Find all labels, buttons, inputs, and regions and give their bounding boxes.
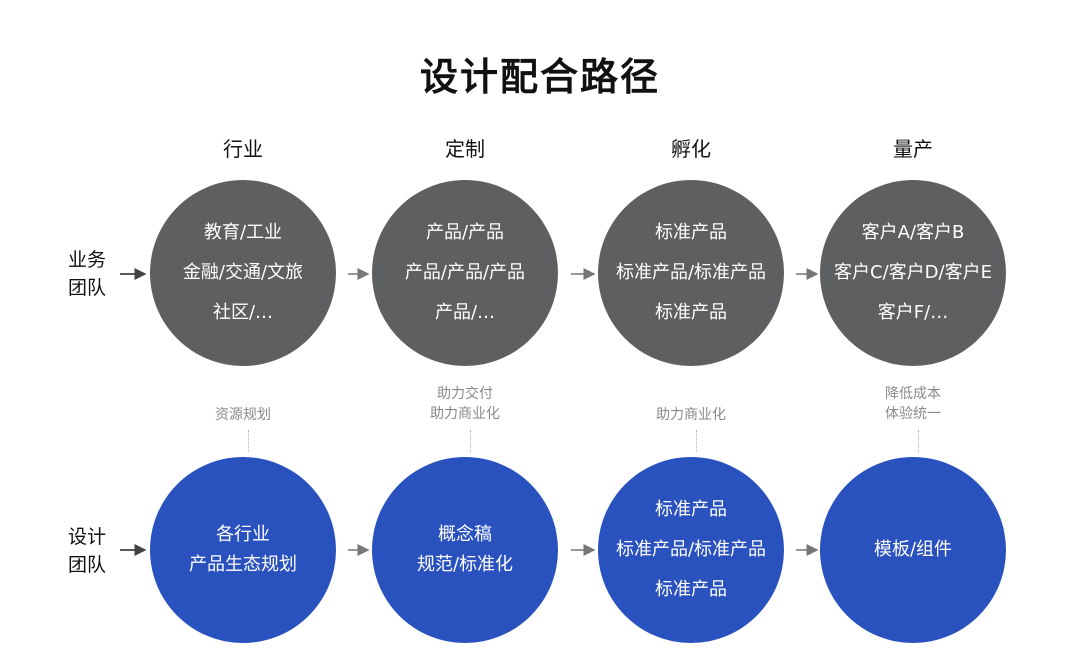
stage-label-incubate: 孵化 [671, 137, 711, 161]
stage-label-industry: 行业 [223, 137, 263, 161]
note-text: 助力商业化 [656, 407, 726, 423]
business-circle-mass-production: 客户A/客户B 客户C/客户D/客户E 客户F/… [820, 180, 1006, 366]
circle-text: 客户F/… [877, 302, 949, 323]
note-mass-production: 降低成本 体验统一 [823, 384, 1003, 424]
stage-label-mass-production: 量产 [893, 137, 933, 161]
business-team-label: 业务 团队 [68, 246, 106, 302]
design-circle-incubate: 标准产品 标准产品/标准产品 标准产品 [598, 457, 784, 643]
circle-text: 概念稿 [438, 524, 492, 545]
business-circle-custom: 产品/产品 产品/产品/产品 产品/… [372, 180, 558, 366]
circle-text: 各行业 [216, 524, 270, 545]
connector-dotted-4 [918, 430, 919, 452]
connector-dotted-2 [470, 430, 471, 452]
page-title: 设计配合路径 [419, 55, 660, 99]
circle-text: 标准产品 [655, 499, 727, 520]
note-text: 助力交付 [437, 386, 493, 402]
circle-text: 客户C/客户D/客户E [834, 262, 992, 283]
circle-text: 金融/交通/文旅 [182, 262, 304, 283]
circle-text: 模板/组件 [873, 539, 953, 560]
circle-text: 标准产品 [655, 222, 727, 243]
connector-dotted-3 [696, 430, 697, 452]
design-team-label-line2: 团队 [68, 554, 107, 576]
business-team-label-line1: 业务 [68, 249, 107, 271]
connector-dotted-1 [248, 430, 249, 452]
circle-text: 产品/… [434, 302, 496, 323]
circle-text: 标准产品 [655, 302, 727, 323]
circle-text: 产品生态规划 [189, 554, 297, 575]
note-incubate: 助力商业化 [601, 405, 781, 425]
design-team-label: 设计 团队 [68, 523, 106, 579]
note-text: 助力商业化 [430, 406, 500, 422]
circle-text: 产品/产品/产品 [404, 262, 526, 283]
business-team-label-line2: 团队 [68, 277, 107, 299]
circle-text: 教育/工业 [203, 222, 283, 243]
design-circle-industry: 各行业 产品生态规划 [150, 457, 336, 643]
note-custom: 助力交付 助力商业化 [375, 384, 555, 424]
circle-text: 标准产品/标准产品 [615, 539, 767, 560]
circle-text: 标准产品/标准产品 [615, 262, 767, 283]
business-circle-incubate: 标准产品 标准产品/标准产品 标准产品 [598, 180, 784, 366]
note-text: 资源规划 [215, 407, 271, 423]
design-circle-mass-production: 模板/组件 [820, 457, 1006, 643]
circle-text: 规范/标准化 [416, 554, 514, 575]
note-industry: 资源规划 [153, 405, 333, 425]
business-circle-industry: 教育/工业 金融/交通/文旅 社区/… [150, 180, 336, 366]
circle-text: 产品/产品 [425, 222, 505, 243]
stage-label-custom: 定制 [445, 137, 485, 161]
circle-text: 标准产品 [655, 579, 727, 600]
note-text: 体验统一 [885, 406, 941, 422]
design-team-label-line1: 设计 [68, 526, 107, 548]
note-text: 降低成本 [885, 386, 941, 402]
circle-text: 社区/… [212, 302, 274, 323]
design-circle-custom: 概念稿 规范/标准化 [372, 457, 558, 643]
circle-text: 客户A/客户B [861, 222, 965, 243]
